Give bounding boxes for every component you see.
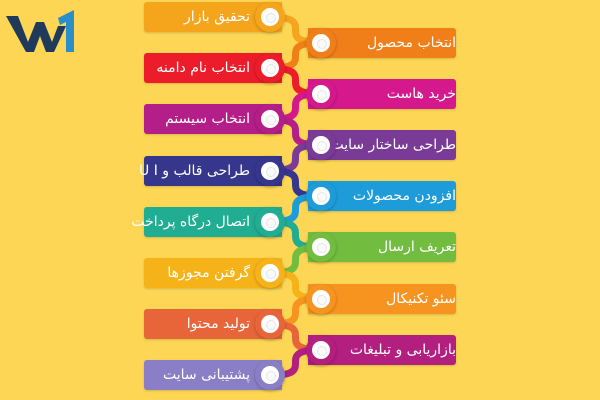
step-node [255,206,285,237]
step-node [306,27,336,58]
step-node [306,334,336,365]
step-node [255,309,285,340]
step-node [255,53,285,84]
step-node [306,283,336,314]
logo-one-mark [58,10,74,52]
step-node [306,78,336,109]
step-node [306,130,336,160]
step-node [306,232,336,263]
step-node [306,181,336,212]
logo-w-mark [6,16,66,52]
step-node [255,360,285,391]
step-node [255,258,285,288]
step-node [255,155,285,186]
step-node [255,2,285,32]
brand-logo [6,10,74,52]
step-node [255,104,285,135]
